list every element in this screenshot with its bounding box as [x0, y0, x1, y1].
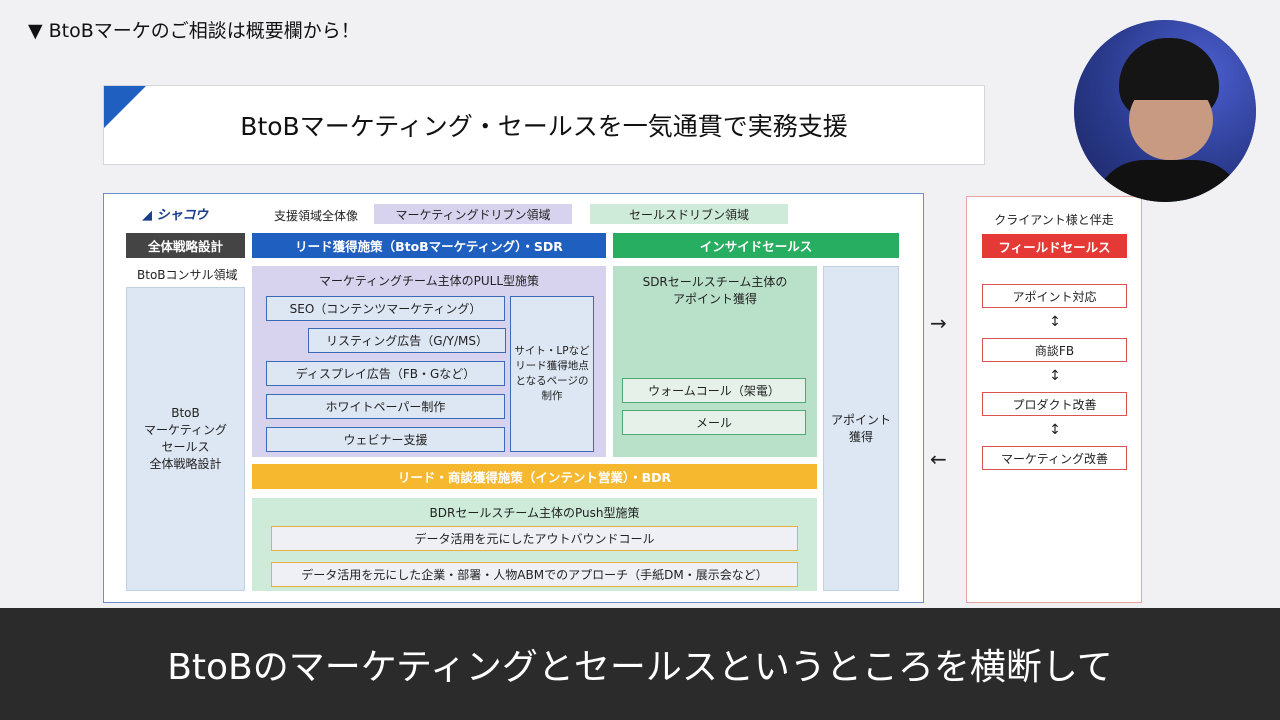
inside-title: SDRセールスチーム主体の アポイント獲得 [613, 274, 817, 308]
lead-item-webinar: ウェビナー支援 [266, 427, 505, 452]
arrow-left-icon: ← [930, 447, 947, 471]
logo-icon: ◢ [142, 208, 152, 223]
strategy-header: 全体戦略設計 [126, 233, 245, 258]
inside-section: SDRセールスチーム主体の アポイント獲得 ウォームコール（架電） メール [613, 266, 817, 457]
site-line: リード獲得地点 [515, 360, 589, 372]
strategy-line: マーケティング [143, 423, 228, 437]
speaker-body [1094, 160, 1244, 202]
lead-section: マーケティングチーム主体のPULL型施策 SEO（コンテンツマーケティング） リ… [252, 266, 606, 457]
bdr-section-title: BDRセールスチーム主体のPush型施策 [429, 506, 640, 520]
corner-accent [104, 86, 146, 128]
inside-title-line: アポイント獲得 [672, 292, 757, 306]
slide-title-box: BtoBマーケティング・セールスを一気通貫で実務支援 [103, 85, 985, 165]
bdr-item-abm: データ活用を元にした企業・部署・人物ABMでのアプローチ（手紙DM・展示会など） [271, 562, 798, 587]
client-item-marketing: マーケティング改善 [982, 446, 1127, 470]
site-line: となるページの [515, 375, 589, 387]
inside-item-mail: メール [622, 410, 806, 435]
strategy-line: BtoB [171, 406, 200, 420]
subtitle-bar: BtoBのマーケティングとセールスというところを横断して [0, 608, 1280, 720]
legend-sales: セールスドリブン領域 [590, 204, 788, 224]
updown-arrow-icon: ↕ [1049, 368, 1061, 384]
client-item-appoint: アポイント対応 [982, 284, 1127, 308]
client-label: クライアント様と伴走 [994, 213, 1114, 227]
legend-label: 支援領域全体像 [274, 209, 359, 223]
inside-header: インサイドセールス [613, 233, 899, 258]
bdr-item-call: データ活用を元にしたアウトバウンドコール [271, 526, 798, 551]
inside-item-call: ウォームコール（架電） [622, 378, 806, 403]
strategy-line: セールス [161, 440, 210, 454]
logo: ◢ シャコウ [142, 204, 208, 223]
lead-item-listing: リスティング広告（G/Y/MS） [308, 328, 506, 353]
lead-section-title: マーケティングチーム主体のPULL型施策 [318, 274, 540, 288]
speaker-video [1074, 20, 1256, 202]
speaker-bangs [1124, 60, 1218, 100]
lead-item-display: ディスプレイ広告（FB・Gなど） [266, 361, 505, 386]
client-header: フィールドセールス [982, 234, 1127, 258]
lead-item-whitepaper: ホワイトペーパー制作 [266, 394, 505, 419]
inside-title-line: SDRセールスチーム主体の [642, 275, 788, 289]
appoint-line: 獲得 [848, 429, 873, 444]
subtitle-text: BtoBのマーケティングとセールスというところを横断して [167, 647, 1113, 688]
strategy-box: BtoB マーケティング セールス 全体戦略設計 [126, 287, 245, 591]
bdr-section: BDRセールスチーム主体のPush型施策 データ活用を元にしたアウトバウンドコー… [252, 498, 817, 591]
top-note: ▼ BtoBマーケのご相談は概要欄から！ [28, 20, 360, 42]
site-line: サイト・LPなど [514, 345, 590, 357]
client-item-fb: 商談FB [982, 338, 1127, 362]
updown-arrow-icon: ↕ [1049, 314, 1061, 330]
client-item-product: プロダクト改善 [982, 392, 1127, 416]
appoint-box: アポイント 獲得 [823, 266, 899, 591]
appoint-line: アポイント [830, 412, 891, 427]
lead-site-box: サイト・LPなど リード獲得地点 となるページの 制作 [510, 296, 594, 452]
legend-marketing: マーケティングドリブン領域 [374, 204, 572, 224]
logo-text: シャコウ [156, 208, 209, 223]
client-panel: クライアント様と伴走 フィールドセールス アポイント対応 ↕ 商談FB ↕ プロ… [966, 196, 1142, 603]
lead-item-seo: SEO（コンテンツマーケティング） [266, 296, 505, 321]
main-diagram: ◢ シャコウ 支援領域全体像 マーケティングドリブン領域 セールスドリブン領域 … [103, 193, 924, 603]
strategy-line: 全体戦略設計 [149, 457, 222, 471]
bdr-header: リード・商談獲得施策（インテント営業）・BDR [252, 464, 817, 489]
updown-arrow-icon: ↕ [1049, 422, 1061, 438]
slide-title: BtoBマーケティング・セールスを一気通貫で実務支援 [240, 112, 848, 141]
lead-header: リード獲得施策（BtoBマーケティング）・SDR [252, 233, 606, 258]
site-line: 制作 [541, 390, 563, 402]
strategy-sub: BtoBコンサル領域 [137, 268, 238, 282]
arrow-right-icon: → [930, 311, 947, 335]
